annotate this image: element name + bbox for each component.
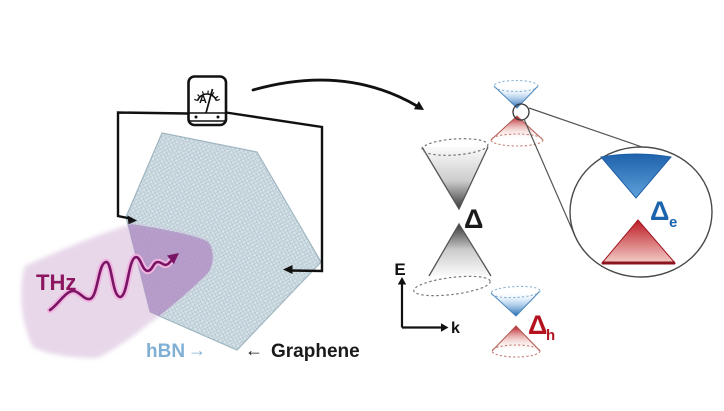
top-blue-cone [494,86,538,108]
top-blue-cone-edges [493,85,539,109]
top-blue-cone-mouth [493,79,539,93]
hole-gap-label: Δ [528,310,547,340]
hbn-label: hBN [146,341,185,362]
ammeter-needle [205,88,214,114]
energy-momentum-axes: E k [394,260,460,337]
ammeter-gauge-ticks [194,90,220,102]
ammeter-terminal-dot-right [216,115,220,119]
dirac-point-circle [512,103,530,121]
gray-upper-cone [422,147,488,209]
ammeter-body [187,75,228,127]
lower-blue-cone-mouth [490,285,541,299]
lower-red-cone-mouth [491,344,541,358]
wire-left [116,111,189,220]
zoom-blue-wedge [600,153,672,199]
graphene-arrow-icon: ← [245,340,263,360]
wire-right [225,111,324,273]
circuit-wires [116,111,324,274]
mapping-arrow [251,78,424,110]
hbn-arrow-icon: → [188,340,206,360]
thz-label: THz [36,270,76,295]
beam-on-flake [126,224,213,350]
electron-gap-label: Δ [650,196,669,226]
axis-k-label: k [451,320,460,337]
thz-wave [48,255,175,312]
zoom-circle [569,146,713,278]
axes-lines [400,283,442,329]
band-diagram: E k Δ [394,79,713,358]
zoom-callout: Δ e [523,107,713,278]
gray-dirac-cone: Δ [413,138,492,297]
gray-lower-cone [429,224,491,276]
ammeter-unit-label: A [199,94,207,106]
wire-left-contact-arrow-icon [127,215,137,225]
ammeter-terminal-band [189,112,225,122]
graphene-label: Graphene [271,341,360,362]
axis-e-arrowhead-icon [397,277,407,285]
electron-dirac-point [490,79,544,147]
gray-upper-cone-mouth [421,138,489,156]
top-red-cone-mouth [490,133,544,147]
lower-blue-cone-edges [490,290,541,317]
gray-lower-cone-mouth [413,275,491,297]
gap-label: Δ [464,204,483,234]
lower-blue-cone [491,291,540,316]
callout-line-lower [523,118,576,237]
electron-gap-subscript: e [669,214,677,231]
gray-lower-cone-edges [428,222,492,277]
thz-wave-arrowhead-icon [167,253,179,265]
thz-beam [21,224,213,358]
wire-right-contact-arrow-icon [283,265,293,274]
gray-upper-cone-edges [421,146,489,211]
axis-e-label: E [394,260,405,279]
mapping-arrowhead-icon [413,101,424,110]
hole-dirac-point: Δ h [490,285,555,358]
ammeter-icon: A [187,75,228,127]
ammeter-terminal-dot-left [194,115,198,119]
lower-red-cone [492,326,540,351]
hole-gap-subscript: h [546,327,555,344]
top-red-cone-edges [490,115,544,141]
axis-k-arrowhead-icon [441,323,449,332]
mapping-arrow-curve [251,78,419,108]
lower-red-cone-edges [491,325,541,352]
